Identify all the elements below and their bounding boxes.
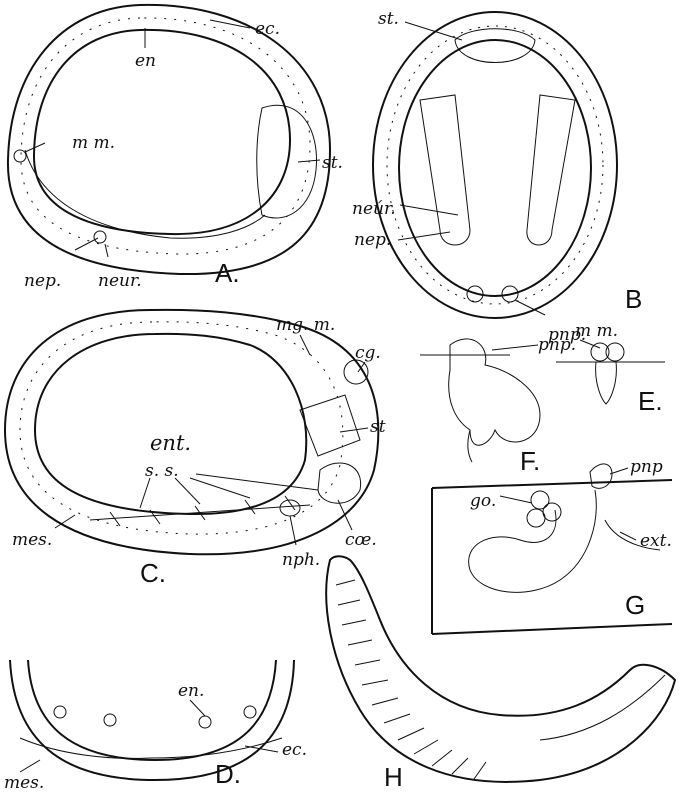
- figure-c-segment-row: [90, 496, 310, 526]
- figure-a-nep-leader: [75, 238, 98, 250]
- figure-b-label-neur: neúr.: [352, 199, 396, 219]
- figure-a-inner-wall: [34, 30, 290, 234]
- figure-h: [326, 556, 675, 782]
- figure-g-pnp-leader: [610, 468, 628, 474]
- figure-f-label-pnp: pnp.: [538, 335, 576, 355]
- figure-a-label-en: en: [135, 51, 156, 71]
- figure-d-entoderm-nucleus-1: [54, 706, 66, 718]
- figure-a-label-nep: nep.: [24, 271, 61, 291]
- figure-f-caption: F.: [520, 446, 540, 476]
- figure-c-coelom: [318, 463, 361, 503]
- figure-g-gonad-2: [543, 503, 561, 521]
- figure-c-label-cg: cg.: [355, 343, 381, 363]
- figure-f-pnp-leader: [492, 345, 538, 350]
- figure-g-label-ext: ext.: [640, 531, 672, 551]
- figure-b-caption: B: [625, 284, 642, 314]
- figure-b-cell-layer: [387, 26, 603, 304]
- figure-g-gonad-3: [527, 509, 545, 527]
- figure-d-label-en: en.: [178, 681, 204, 701]
- figure-c-label-ss: s. s.: [145, 461, 179, 481]
- figure-d-label-ec: ec.: [282, 740, 307, 760]
- figure-d-entoderm-nucleus-2: [104, 714, 116, 726]
- figure-d-label-mes: mes.: [4, 773, 44, 793]
- figure-c-ss-leader-1: [140, 478, 150, 508]
- figure-b-right-band: [527, 95, 575, 245]
- figure-e-duct: [596, 362, 617, 404]
- figure-a: [8, 5, 330, 274]
- figure-c-label-mes: mes.: [12, 530, 52, 550]
- figure-d-entoderm-nucleus-4: [244, 706, 256, 718]
- figure-b-inner-wall: [399, 40, 591, 296]
- figure-a-caption: A.: [215, 258, 240, 288]
- figure-c-outer-wall: [5, 310, 378, 554]
- figure-a-label-neur: neur.: [98, 271, 142, 291]
- figure-g-label-pnp: pnp: [630, 457, 663, 477]
- figure-c-nph-leader: [290, 516, 296, 545]
- figure-c-ss-leader-3: [190, 478, 250, 498]
- figure-c-ss-leader-2: [175, 478, 200, 504]
- figure-b-neur-leader: [400, 205, 458, 215]
- figure-c-label-ent: ent.: [150, 431, 191, 455]
- figure-d-en-leader: [190, 700, 205, 716]
- figure-g-funnel: [590, 464, 612, 488]
- figure-g-caption: G: [625, 590, 645, 620]
- figure-c: [5, 310, 378, 554]
- figure-a-label-st: st.: [322, 153, 343, 173]
- figure-c-st-leader: [340, 428, 368, 432]
- figure-d-mes-leader: [20, 760, 40, 772]
- figure-c-inner-wall: [35, 334, 306, 514]
- figure-c-coe-leader: [338, 500, 352, 530]
- figure-b-outer-wall: [373, 12, 617, 318]
- figure-d-mesoderm: [20, 738, 282, 758]
- figure-c-mgm-leader: [300, 335, 310, 355]
- figure-d-caption: D.: [215, 759, 241, 789]
- figure-b-label-st: st.: [378, 9, 399, 29]
- figure-c-cell-layer: [20, 322, 343, 534]
- figure-g-go-leader: [500, 496, 532, 503]
- figure-e-caption: E.: [638, 386, 663, 416]
- figure-a-mesoblast-cell: [14, 150, 26, 162]
- figure-a-label-ec: ec.: [255, 19, 280, 39]
- figure-b-st-leader: [405, 22, 462, 40]
- figure-a-label-mm: m m.: [72, 133, 115, 153]
- figure-c-stomodeum: [300, 395, 360, 456]
- figure-h-body: [326, 556, 675, 782]
- figure-c-label-st: st: [370, 417, 386, 437]
- figure-b: [373, 12, 617, 318]
- figure-g-gonad-1: [531, 491, 549, 509]
- figure-c-caption: C.: [140, 558, 166, 588]
- figure-c-label-nph: nph.: [282, 550, 320, 570]
- figure-h-caption: H: [384, 762, 403, 792]
- figure-f: [420, 339, 540, 462]
- figure-g-label-go: go.: [470, 491, 496, 511]
- figure-b-label-nep: nep.: [354, 230, 391, 250]
- figure-d-entoderm-nucleus-3: [199, 716, 211, 728]
- figure-a-nephridial-cell: [94, 231, 106, 243]
- figure-c-label-mgm: mg. m.: [276, 315, 335, 335]
- figure-c-label-coe: cœ.: [345, 530, 377, 550]
- figure-d-outer-wall: [10, 660, 294, 780]
- figure-d: [10, 660, 294, 780]
- figure-a-cell-layer: [21, 18, 310, 254]
- figure-h-segment-ridges: [336, 580, 486, 779]
- figure-c-ss-leader-4: [196, 474, 318, 490]
- figure-b-left-band: [420, 95, 470, 245]
